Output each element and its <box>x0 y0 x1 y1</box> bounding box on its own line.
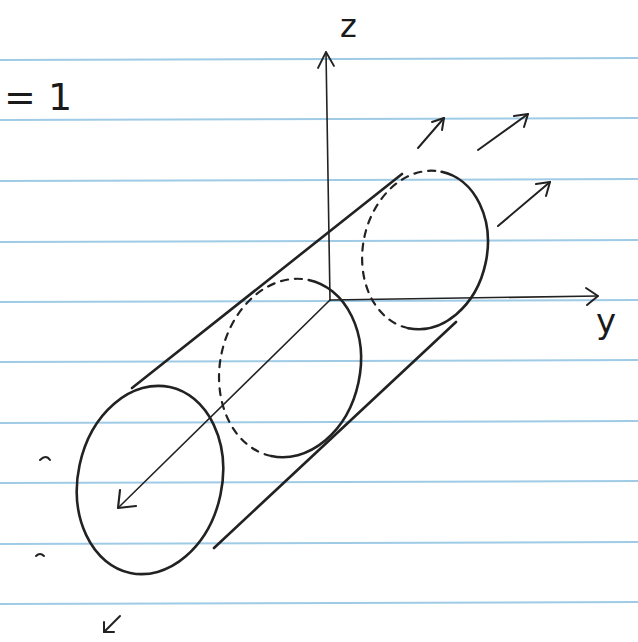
flow-arrowhead <box>514 114 528 127</box>
axis-label: y <box>596 304 616 338</box>
y-axis <box>330 296 598 300</box>
y-arrowhead <box>586 288 598 305</box>
flow-arrow <box>498 182 550 226</box>
ruled-line <box>0 481 638 483</box>
ruled-line <box>0 360 638 362</box>
ruled-line <box>0 300 638 302</box>
pencil-mark <box>40 457 50 460</box>
pencil-mark <box>36 554 44 556</box>
ruled-lines <box>0 58 638 604</box>
circle-front-half <box>271 280 377 471</box>
circle-front-half <box>408 172 502 341</box>
section-circle <box>203 265 377 470</box>
ruled-line <box>0 542 638 544</box>
z-axis <box>326 52 330 300</box>
end-circle <box>60 372 240 588</box>
flow-arrowhead <box>432 118 444 130</box>
circle-hidden-half <box>203 265 309 456</box>
end-circle <box>348 159 503 341</box>
ruled-line <box>0 118 638 120</box>
ruled-line <box>0 602 638 604</box>
flow-arrow <box>418 118 444 148</box>
axis-label: z <box>340 10 357 42</box>
flow-arrowhead <box>536 182 550 196</box>
flow-arrow <box>478 114 528 150</box>
sketch-strokes <box>36 52 598 632</box>
ruled-line <box>0 58 638 60</box>
stray-arrowhead <box>104 622 114 632</box>
cylinder-edge <box>214 322 456 548</box>
equation-label: = 1 <box>4 78 72 116</box>
stray-arrow <box>104 616 120 632</box>
z-arrowhead <box>318 52 334 68</box>
circle-hidden-half <box>348 159 442 328</box>
ruled-line <box>0 179 638 181</box>
x-arrowhead <box>118 490 136 508</box>
